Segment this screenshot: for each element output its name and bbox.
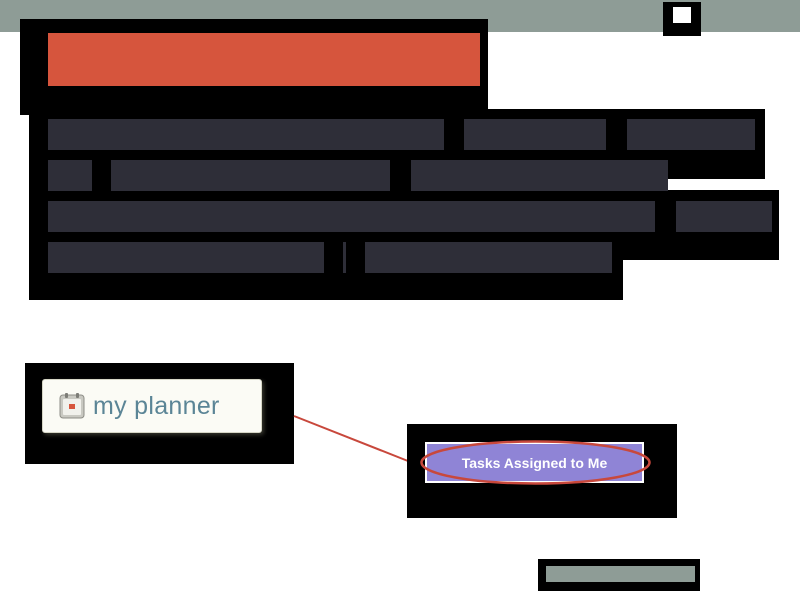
my-planner-label: my planner xyxy=(93,391,220,420)
redacted-text-line xyxy=(111,160,390,191)
page-title-bar xyxy=(48,33,480,86)
redacted-text-line xyxy=(676,201,772,232)
calendar-icon xyxy=(59,393,85,419)
footer-redaction-box xyxy=(538,559,700,591)
redacted-text-line xyxy=(48,119,444,150)
planner-callout: my planner xyxy=(25,363,294,464)
redacted-text-line xyxy=(365,242,612,273)
redacted-text-line xyxy=(411,160,668,191)
tasks-assigned-button[interactable]: Tasks Assigned to Me xyxy=(420,440,651,485)
redacted-text-line xyxy=(343,242,346,273)
redacted-text-line xyxy=(627,119,755,150)
redacted-text-line xyxy=(48,201,655,232)
redacted-text-line xyxy=(48,242,324,273)
window-button-icon xyxy=(673,7,691,23)
top-bar-button[interactable] xyxy=(663,2,701,36)
footer-bar xyxy=(546,566,695,582)
tasks-assigned-label: Tasks Assigned to Me xyxy=(461,454,608,471)
title-redaction-box xyxy=(20,19,488,115)
redacted-text-line xyxy=(464,119,606,150)
tasks-callout: Tasks Assigned to Me xyxy=(407,424,677,518)
redacted-text-line xyxy=(48,160,92,191)
my-planner-button[interactable]: my planner xyxy=(42,379,262,433)
